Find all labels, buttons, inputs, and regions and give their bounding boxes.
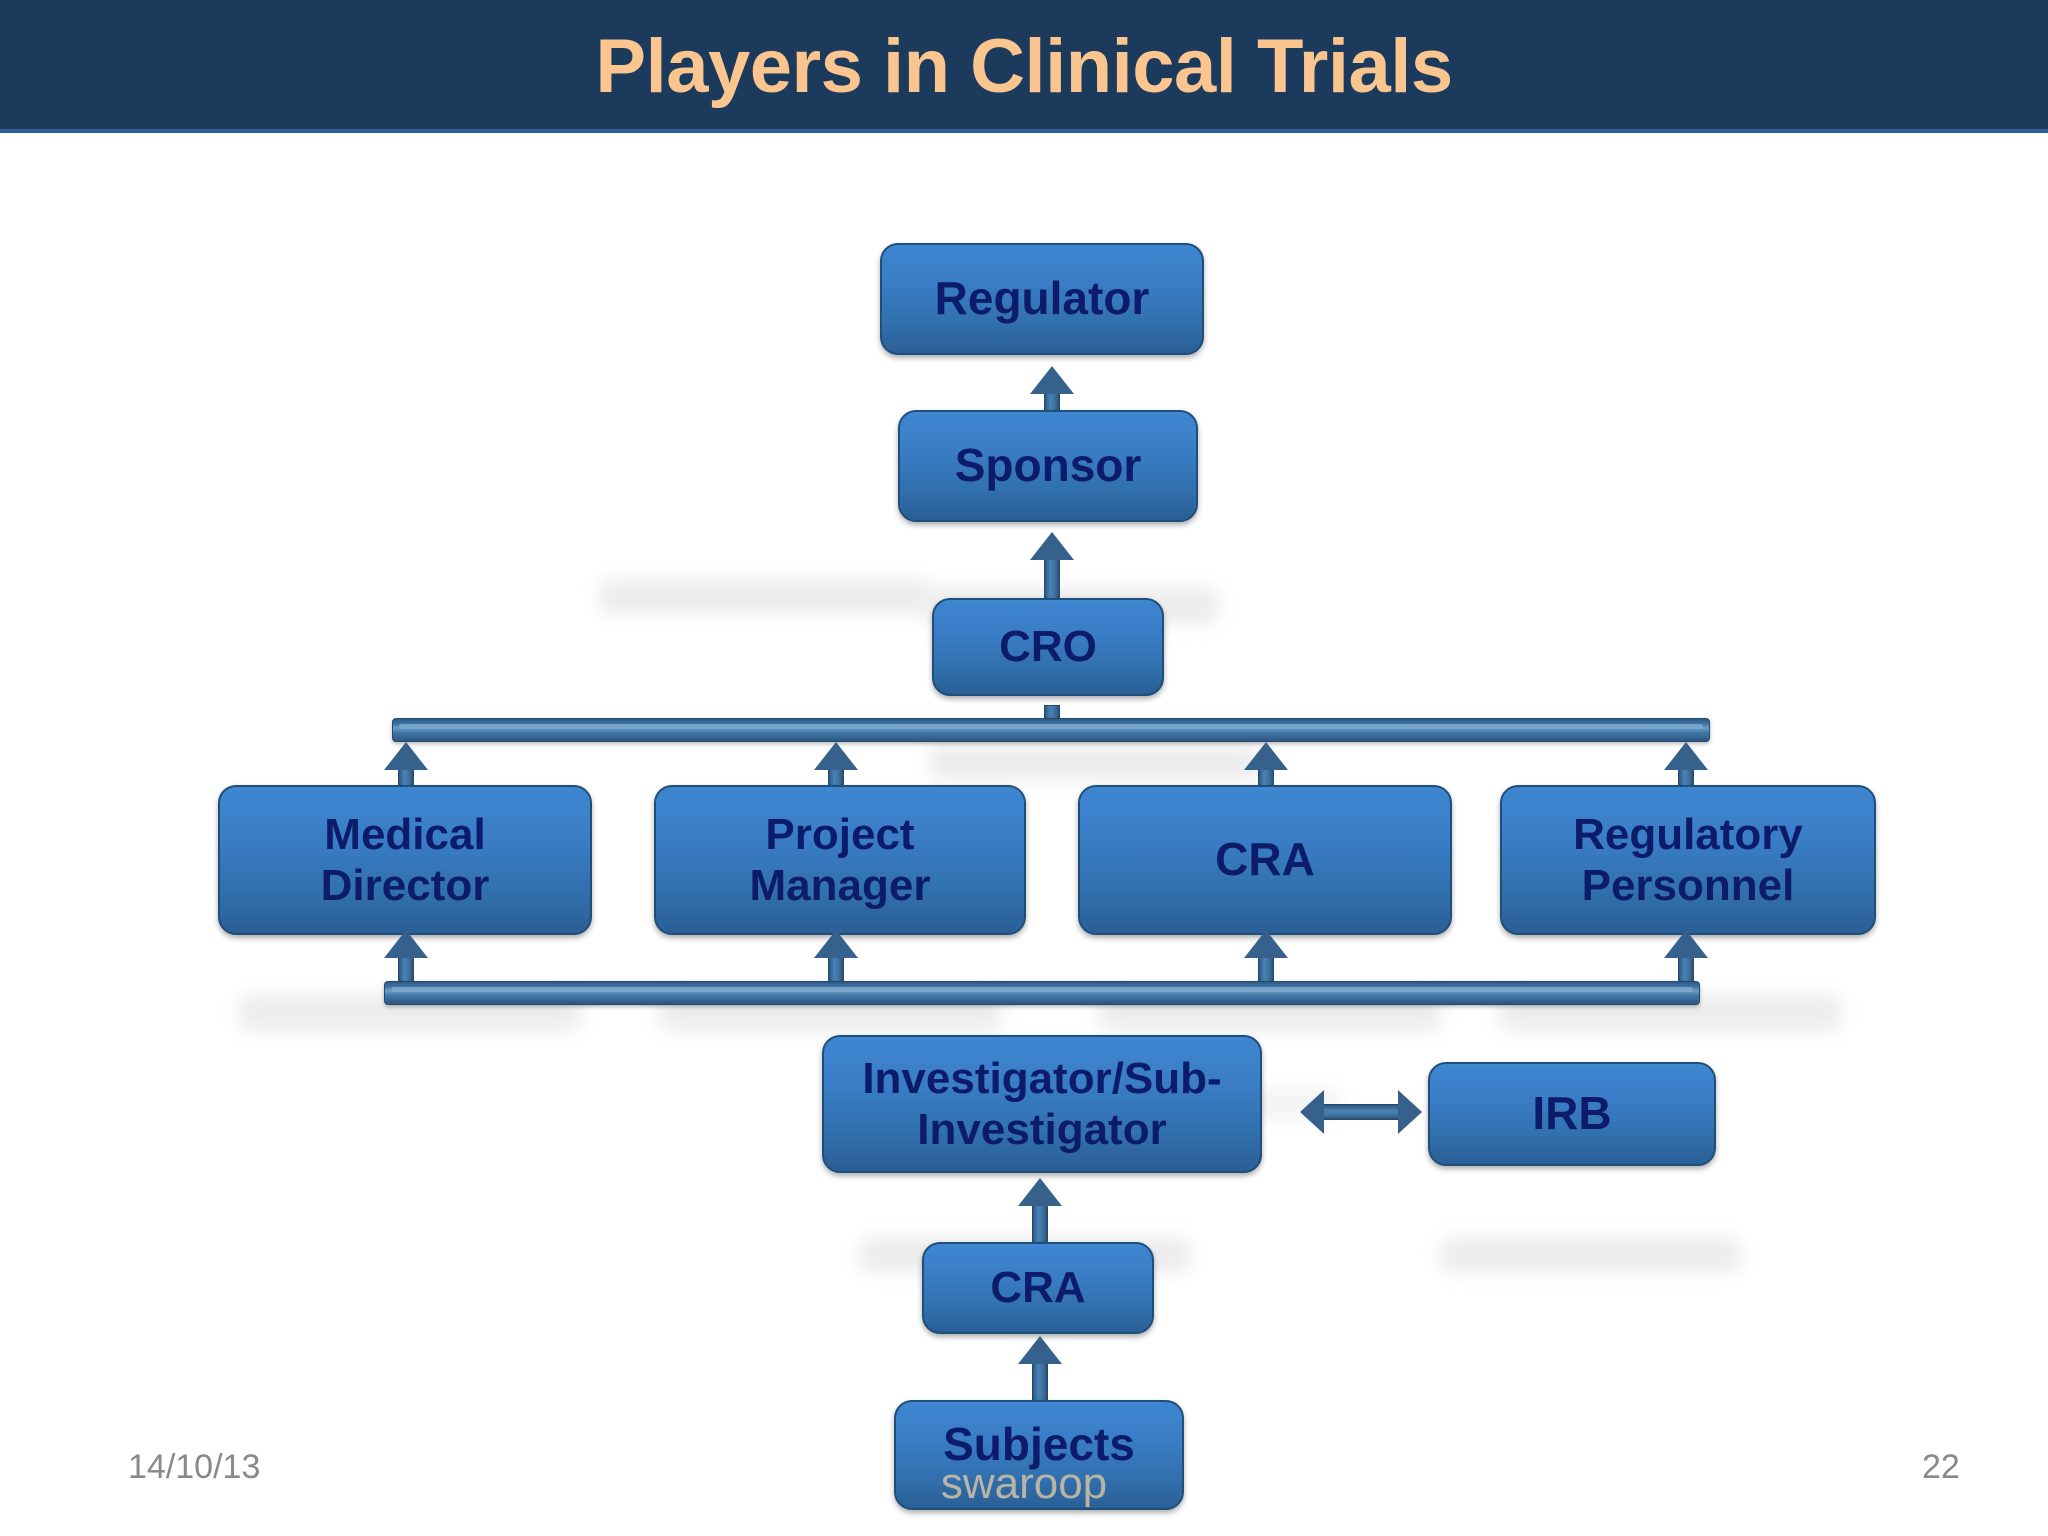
node-regulatory-personnel[interactable]: Regulatory Personnel bbox=[1500, 785, 1876, 935]
connector-bus-upper bbox=[392, 718, 1710, 742]
arrow-head-up bbox=[1244, 742, 1288, 770]
node-label: Project Manager bbox=[740, 809, 941, 911]
arrow-head-up bbox=[1018, 1178, 1062, 1206]
node-label: CRA bbox=[990, 1263, 1086, 1313]
arrow-cro-to-sponsor bbox=[1022, 532, 1082, 606]
arrow-head-right bbox=[1398, 1090, 1422, 1134]
arrow-head-up bbox=[814, 742, 858, 770]
arrow-head-up bbox=[384, 742, 428, 770]
node-cro[interactable]: CRO bbox=[932, 598, 1164, 696]
arrow-head-up bbox=[1018, 1336, 1062, 1364]
scan-artifact bbox=[1440, 1238, 1740, 1272]
node-label: Regulator bbox=[934, 272, 1150, 325]
arrow-head-left bbox=[1300, 1090, 1324, 1134]
node-label: Regulatory Personnel bbox=[1563, 809, 1813, 911]
node-label-line2: Director bbox=[320, 861, 490, 910]
node-label: IRB bbox=[1532, 1087, 1612, 1140]
arrow-shaft bbox=[1320, 1104, 1402, 1120]
node-investigator[interactable]: Investigator/Sub- Investigator bbox=[822, 1035, 1262, 1173]
node-sponsor[interactable]: Sponsor bbox=[898, 410, 1198, 522]
page-title: Players in Clinical Trials bbox=[595, 24, 1453, 109]
node-label-line1: Regulatory bbox=[1573, 809, 1803, 859]
arrow-subjects-to-cra-low bbox=[1010, 1336, 1070, 1410]
arrow-head-up bbox=[1030, 366, 1074, 394]
node-medical-director[interactable]: Medical Director bbox=[218, 785, 592, 935]
node-label: Subjects bbox=[943, 1418, 1135, 1470]
node-label-line2: Personnel bbox=[1581, 861, 1795, 910]
footer-page-number: 22 bbox=[1922, 1448, 1960, 1486]
node-label-line1: Project bbox=[765, 809, 915, 859]
arrow-head-up bbox=[1664, 742, 1708, 770]
node-label-line1: Medical bbox=[324, 809, 486, 859]
node-project-manager[interactable]: Project Manager bbox=[654, 785, 1026, 935]
node-label-line2: Manager bbox=[749, 861, 931, 910]
arrow-investigator-irb-bidirectional bbox=[1300, 1088, 1422, 1136]
title-bar: Players in Clinical Trials bbox=[0, 0, 2048, 133]
node-cra-low[interactable]: CRA bbox=[922, 1242, 1154, 1334]
node-cra-mid[interactable]: CRA bbox=[1078, 785, 1452, 935]
node-label-line1: Investigator/Sub- bbox=[862, 1053, 1222, 1103]
node-regulator[interactable]: Regulator bbox=[880, 243, 1204, 355]
bar-highlight bbox=[391, 987, 1693, 992]
node-label: Investigator/Sub- Investigator bbox=[852, 1053, 1231, 1155]
footer-date: 14/10/13 bbox=[128, 1448, 261, 1486]
node-label: CRA bbox=[1215, 833, 1315, 886]
node-label: CRO bbox=[999, 622, 1097, 672]
node-subjects[interactable]: Subjects bbox=[894, 1400, 1184, 1510]
node-label: Medical Director bbox=[311, 809, 500, 911]
scan-artifact bbox=[930, 745, 1260, 779]
connector-bus-lower bbox=[384, 981, 1700, 1005]
node-irb[interactable]: IRB bbox=[1428, 1062, 1716, 1166]
bar-highlight bbox=[399, 724, 1703, 729]
title-bar-underline bbox=[0, 129, 2048, 133]
node-label: Sponsor bbox=[954, 439, 1142, 492]
node-label-line2: Investigator bbox=[917, 1105, 1167, 1154]
scan-artifact bbox=[600, 580, 930, 614]
arrow-head-up bbox=[1030, 532, 1074, 560]
arrow-cra-low-to-investigator bbox=[1010, 1178, 1070, 1252]
